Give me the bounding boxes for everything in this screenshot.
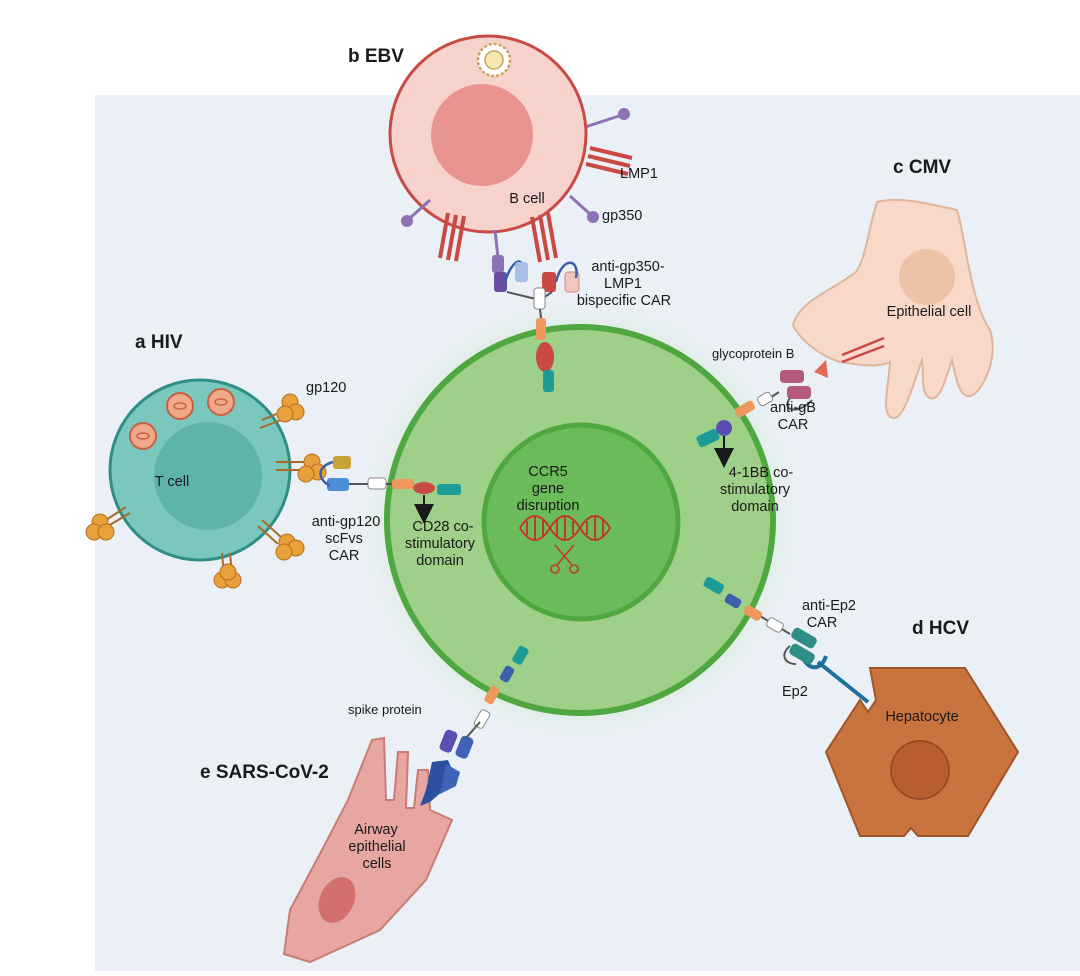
- sars-spike-car: [439, 645, 529, 759]
- ebv-car-label-line2: LMP1: [604, 276, 642, 292]
- airway-label-line3: cells: [362, 856, 391, 872]
- t-cell-nucleus: [154, 422, 262, 530]
- ebv-car-label-line3: bispecific CAR: [577, 293, 671, 309]
- hiv-car-label-line2: scFvs: [325, 531, 363, 547]
- cmv-cell-label: Epithelial cell: [887, 304, 972, 320]
- hiv-costim-line1: CD28 co-: [412, 519, 473, 535]
- gp120-label: gp120: [306, 380, 346, 396]
- airway-label-line2: epithelial: [348, 839, 405, 855]
- hiv-costim-line3: domain: [416, 553, 464, 569]
- dna-helix-icon: [519, 515, 611, 541]
- panel-cmv: c CMV Epithelial cell glycoprotein B ant…: [696, 157, 994, 515]
- hiv-car-label-line3: CAR: [329, 548, 360, 564]
- gp350-receptor-right: [568, 194, 599, 223]
- b-cell-nucleus: [431, 84, 533, 186]
- cmv-costim-line3: domain: [731, 499, 779, 515]
- hepatocyte-label: Hepatocyte: [885, 709, 958, 725]
- cmv-gb-car: [696, 370, 813, 468]
- b-cell-label: B cell: [509, 191, 544, 207]
- spike-protein: [420, 760, 460, 806]
- spike-protein-label: spike protein: [348, 702, 422, 717]
- cmv-car-label-line2: CAR: [778, 417, 809, 433]
- cmv-costim-line1: 4-1BB co-: [729, 465, 794, 481]
- ebv-virion-icon: [476, 42, 512, 78]
- car-t-cell: CCR5 gene disruption: [355, 295, 805, 745]
- lmp1-receptor-lower: [438, 212, 558, 263]
- gp350-receptor-left: [401, 198, 432, 227]
- center-label-line3: disruption: [517, 498, 580, 514]
- gp350-label: gp350: [602, 208, 642, 224]
- center-label-line1: CCR5: [528, 464, 567, 480]
- ebv-bispecific-car: [492, 255, 580, 392]
- glycoprotein-b: [814, 336, 885, 378]
- hcv-car-label-line1: anti-Ep2: [802, 598, 856, 614]
- hcv-ep2-car: [703, 576, 817, 665]
- t-cell-label: T cell: [155, 474, 189, 490]
- ebv-title: b EBV: [348, 46, 404, 67]
- hiv-virion-core: [136, 398, 228, 440]
- gp350-receptor-upper: [581, 108, 630, 130]
- scissors-icon: [550, 544, 579, 574]
- panel-hiv: a HIV T cell: [85, 332, 476, 589]
- hcv-car-label-line2: CAR: [807, 615, 838, 631]
- lmp1-receptor: [585, 146, 633, 176]
- lmp1-label: LMP1: [620, 166, 658, 182]
- hiv-scfv-car: [319, 456, 461, 524]
- hiv-car-label-line1: anti-gp120: [312, 514, 381, 530]
- hcv-title: d HCV: [912, 618, 969, 639]
- cmv-epithelial-nucleus: [899, 249, 955, 305]
- panel-ebv: b EBV B cell: [348, 34, 671, 392]
- ep2-label: Ep2: [782, 684, 808, 700]
- sars-title: e SARS-CoV-2: [200, 762, 329, 783]
- gp350-receptor-bottom: [493, 229, 500, 259]
- panel-hcv: d HCV Hepatocyte Ep2 anti-Ep2 CAR: [703, 576, 1020, 837]
- airway-nucleus: [318, 877, 356, 923]
- center-label-line2: gene: [532, 481, 564, 497]
- car-t-nucleus: [481, 422, 681, 622]
- hiv-costim-line2: stimulatory: [405, 536, 476, 552]
- cmv-costim-line2: stimulatory: [720, 482, 791, 498]
- airway-label-line1: Airway: [354, 822, 398, 838]
- cmv-title: c CMV: [893, 157, 951, 178]
- panel-sars: e SARS-CoV-2 Airway epithelial cells spi…: [200, 645, 529, 964]
- ebv-car-label-line1: anti-gp350-: [591, 259, 665, 275]
- hiv-title: a HIV: [135, 332, 183, 353]
- glycoprotein-b-label: glycoprotein B: [712, 346, 794, 361]
- hepatocyte-nucleus: [890, 740, 950, 800]
- hiv-virion-icon: [129, 388, 235, 450]
- cmv-car-label-line1: anti-gB: [770, 400, 816, 416]
